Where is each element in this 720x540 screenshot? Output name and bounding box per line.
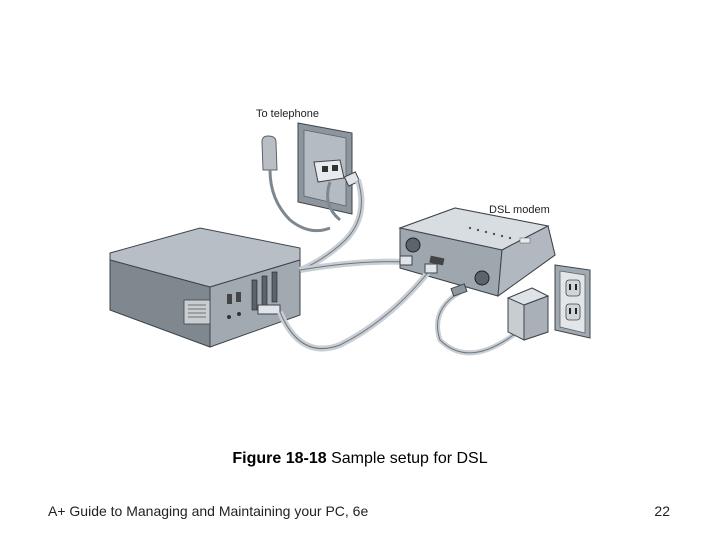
telephone-plug-icon xyxy=(261,135,331,233)
computer-case xyxy=(109,227,301,348)
label-dsl-modem: DSL modem xyxy=(489,204,550,216)
cables xyxy=(277,179,522,356)
wall-power-outlet xyxy=(554,264,591,339)
figure-caption: Figure 18-18 Sample setup for DSL xyxy=(0,450,720,468)
connector-plugs xyxy=(399,255,468,297)
figure-number: Figure 18-18 xyxy=(232,450,327,467)
footer-book-title: A+ Guide to Managing and Maintaining you… xyxy=(48,503,369,519)
footer-page-number: 22 xyxy=(654,503,670,519)
label-to-telephone: To telephone xyxy=(256,108,319,120)
dsl-modem xyxy=(398,207,556,298)
figure-caption-text: Sample setup for DSL xyxy=(331,450,488,467)
power-adapter xyxy=(506,287,550,341)
wall-phone-jack xyxy=(297,122,353,222)
